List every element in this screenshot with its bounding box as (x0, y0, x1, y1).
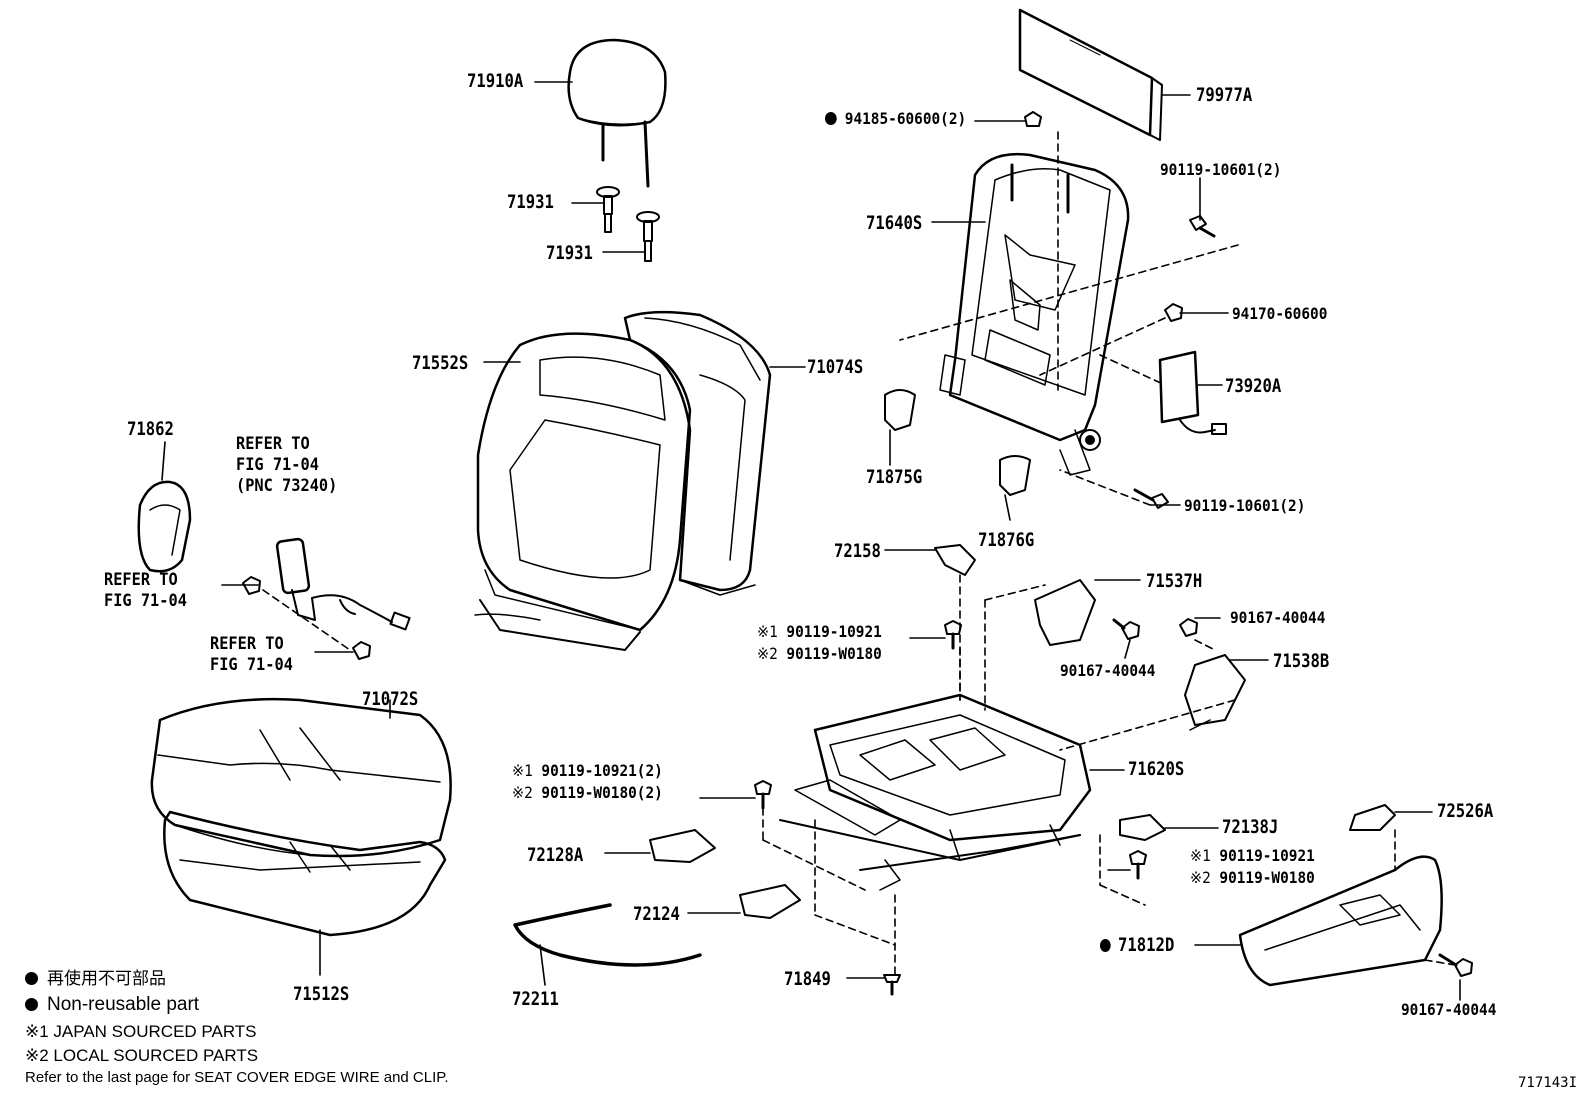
seatback-pad-drawing (1018, 8, 1163, 141)
legend-text: 再使用不可部品 (47, 969, 166, 988)
part-label-71537H: 71537H (1146, 570, 1203, 592)
legend-note-local: ※2 LOCAL SOURCED PARTS (25, 1046, 259, 1065)
headrest-drawing (567, 38, 667, 188)
bracket-drawings (649, 389, 1396, 919)
part-label-71931-lower: 71931 (546, 242, 593, 264)
mark-2: ※2 (1190, 868, 1211, 887)
refer-note-bottom: REFER TO FIG 71-04 (210, 634, 293, 675)
part-label-90119-10601-top: 90119-10601(2) (1160, 160, 1282, 179)
figure-number: 717143I (1518, 1075, 1578, 1091)
part-number: 90119-10921(2) (541, 761, 663, 780)
legend-text: Non-reusable part (47, 994, 200, 1015)
nonreusable-dot (25, 998, 38, 1011)
part-label-71876G: 71876G (978, 529, 1035, 551)
nonreusable-dot (825, 112, 837, 125)
part-label-71538B: 71538B (1273, 650, 1330, 672)
alt-part-jp-1: ※1 90119-10921 (757, 624, 882, 640)
assembly-lines (262, 131, 1456, 976)
edge-wire-drawing (513, 903, 702, 967)
part-label-71910A: 71910A (467, 70, 524, 92)
part-number: 94185-60600(2) (844, 109, 967, 128)
part-label-71072S: 71072S (362, 688, 419, 710)
part-label-71512S: 71512S (293, 983, 350, 1005)
seatback-pad-front-drawing (623, 310, 772, 596)
mark-1: ※1 (757, 622, 778, 641)
headrest-support-drawing (596, 186, 660, 262)
part-number: 90119-W0180 (786, 644, 882, 663)
seat-cushion-pad-drawing (163, 810, 447, 937)
part-label-72128A: 72128A (527, 844, 584, 866)
part-label-79977A: 79977A (1196, 84, 1253, 106)
part-label-72211: 72211 (512, 988, 559, 1010)
mark-1: ※1 (1190, 846, 1211, 865)
part-label-71640S: 71640S (866, 212, 923, 234)
legend-nonreusable-jp: 再使用不可部品 (25, 970, 166, 987)
refer-note-buckle: REFER TO FIG 71-04 (PNC 73240) (236, 434, 338, 496)
part-label-71875G: 71875G (866, 466, 923, 488)
seatback-frame-drawing (939, 153, 1130, 476)
refer-note-left: REFER TO FIG 71-04 (104, 570, 187, 611)
seatback-cover-drawing (474, 332, 692, 651)
seatbelt-buckle-drawing (275, 537, 411, 631)
legend-nonreusable-en: Non-reusable part (25, 995, 199, 1014)
part-number: 90119-W0180 (1219, 868, 1315, 887)
seat-cushion-cover-drawing (150, 697, 452, 858)
part-label-71074S: 71074S (807, 356, 864, 378)
leader-lines (161, 81, 1461, 1001)
part-label-72158: 72158 (834, 540, 881, 562)
alt-part-local-1: ※2 90119-W0180 (757, 646, 882, 662)
part-number: 71812D (1118, 934, 1175, 956)
alt-part-local-3: ※2 90119-W0180 (1190, 870, 1315, 886)
alt-part-jp-2: ※1 90119-10921(2) (512, 763, 663, 779)
part-label-73920A: 73920A (1225, 375, 1282, 397)
airbag-module-drawing (1158, 350, 1227, 435)
part-label-72124: 72124 (633, 903, 680, 925)
alt-part-local-2: ※2 90119-W0180(2) (512, 785, 663, 801)
part-label-90119-10601-lower: 90119-10601(2) (1184, 496, 1306, 515)
part-label-90167-40044-right: 90167-40044 (1230, 608, 1326, 627)
mark-1: ※1 (512, 761, 533, 780)
part-label-71862: 71862 (127, 418, 174, 440)
seat-side-shield-drawing (1238, 855, 1443, 987)
part-label-90167-40044-left: 90167-40044 (1060, 661, 1156, 680)
part-label-71620S: 71620S (1128, 758, 1185, 780)
nonreusable-dot (1100, 939, 1111, 952)
part-number: 90119-W0180(2) (541, 783, 663, 802)
part-label-72526A: 72526A (1437, 800, 1494, 822)
part-label-94170-60600: 94170-60600 (1232, 304, 1328, 323)
part-number: 90119-10921 (786, 622, 882, 641)
part-label-90167-40044-bottom: 90167-40044 (1401, 1000, 1497, 1019)
footer-note: Refer to the last page for SEAT COVER ED… (25, 1069, 449, 1086)
mark-2: ※2 (512, 783, 533, 802)
part-label-94185-60600: 94185-60600(2) (825, 111, 966, 127)
mark-2: ※2 (757, 644, 778, 663)
seatbelt-guide-drawing (137, 480, 192, 573)
part-number: 90119-10921 (1219, 846, 1315, 865)
part-label-71552S: 71552S (412, 352, 469, 374)
alt-part-jp-3: ※1 90119-10921 (1190, 848, 1315, 864)
seat-adjuster-drawing (779, 693, 1092, 891)
legend-note-japan: ※1 JAPAN SOURCED PARTS (25, 1022, 257, 1041)
nonreusable-dot (25, 972, 38, 985)
part-label-71849: 71849 (784, 968, 831, 990)
part-label-71812D: 71812D (1100, 936, 1174, 955)
part-label-72138J: 72138J (1222, 816, 1279, 838)
part-label-71931-upper: 71931 (507, 191, 554, 213)
